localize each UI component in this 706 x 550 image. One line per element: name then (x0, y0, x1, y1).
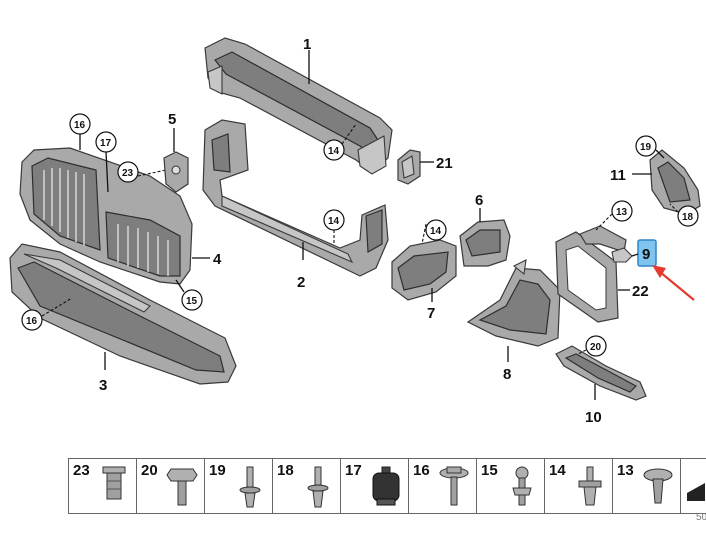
grille-slats (43, 168, 169, 276)
leader-18 (669, 203, 679, 213)
callout-13-circle (611, 200, 633, 222)
callout-14c-circle (425, 219, 447, 241)
callout-20: 20 (590, 342, 602, 353)
callout-11: 11 (610, 167, 626, 184)
callout-16b-circle (21, 309, 43, 331)
red-arrowhead-icon (652, 265, 666, 278)
legend-cell-23: 23 (68, 459, 136, 513)
rubber-mount-icon (372, 466, 400, 506)
callout-18: 18 (682, 212, 694, 223)
callout-14b: 14 (328, 216, 340, 227)
expanding-rivet-icon (307, 466, 329, 508)
callout-15-circle (181, 289, 203, 311)
legend-number: 15 (481, 462, 498, 479)
legend-cell-13: 13 (612, 459, 680, 513)
callout-3: 3 (99, 377, 107, 394)
push-clip-icon (643, 468, 673, 504)
callout-9-highlight (637, 239, 657, 267)
callout-20-circle (585, 335, 607, 357)
callout-5: 5 (168, 111, 176, 128)
legend-cell-17: 17 (340, 459, 408, 513)
flange-screw-icon (439, 466, 469, 506)
callout-19-circle (635, 135, 657, 157)
callout-14a-circle (323, 139, 345, 161)
part-9-seal (611, 247, 633, 263)
part-11-side-bracket (649, 149, 701, 215)
callout-19: 19 (640, 142, 652, 153)
callout-16b: 16 (26, 316, 38, 327)
part-5-bracket (163, 151, 189, 193)
part-kidney-grille (19, 147, 193, 285)
part-10-bracket (555, 345, 647, 401)
legend-number: 16 (413, 462, 430, 479)
hex-bolt-icon (166, 468, 198, 506)
callout-2: 2 (297, 274, 305, 291)
ball-stud-icon (512, 466, 532, 506)
expanding-rivet-icon (239, 466, 261, 508)
legend-number: 13 (617, 462, 634, 479)
legend-number: 19 (209, 462, 226, 479)
legend-number: 14 (549, 462, 566, 479)
leader-13 (595, 213, 613, 231)
legend-cell-18: 18 (272, 459, 340, 513)
callout-23: 23 (122, 168, 134, 179)
part-2-lower-carrier (202, 119, 389, 277)
plastic-clip-icon (578, 466, 602, 506)
leader-14c (421, 223, 427, 245)
legend-cell-20: 20 (136, 459, 204, 513)
callout-4: 4 (213, 251, 222, 268)
callout-8: 8 (503, 366, 511, 383)
part-6-air-duct (459, 219, 511, 267)
callout-1: 1 (303, 36, 311, 53)
legend-cell-14: 14 (544, 459, 612, 513)
leader-14a (341, 123, 357, 145)
callout-17: 17 (100, 138, 112, 149)
callout-9: 9 (642, 246, 650, 263)
leader-17 (105, 151, 109, 193)
callout-16a: 16 (74, 120, 86, 131)
callout-23-circle (117, 161, 139, 183)
callout-18-circle (677, 205, 699, 227)
callout-21: 21 (436, 155, 453, 172)
legend-cell-15: 15 (476, 459, 544, 513)
legend-number: 23 (73, 462, 90, 479)
legend-number: 20 (141, 462, 158, 479)
legend-cell-16: 16 (408, 459, 476, 513)
leader-20 (577, 349, 587, 355)
callout-13: 13 (616, 207, 628, 218)
red-arrow-icon (659, 271, 695, 301)
callout-6: 6 (475, 192, 483, 209)
part-21-bracket (397, 149, 421, 185)
callout-14c: 14 (430, 226, 442, 237)
part-8-air-guide (466, 259, 561, 347)
legend-cell-19: 19 (204, 459, 272, 513)
rivet-nut-icon (102, 466, 126, 500)
partial-fastener-icon (687, 483, 705, 501)
callout-22: 22 (632, 283, 649, 300)
fastener-legend: 23 20 19 18 17 (68, 458, 706, 514)
legend-number: 17 (345, 462, 362, 479)
leader-19 (655, 149, 665, 159)
callout-10: 10 (585, 409, 602, 426)
part-22-frame (555, 231, 619, 323)
callout-7: 7 (427, 305, 435, 322)
leader-15 (175, 279, 185, 293)
callout-15: 15 (186, 296, 198, 307)
legend-number: 18 (277, 462, 294, 479)
page-reference: 50 (696, 512, 706, 523)
leader-16b (41, 297, 73, 317)
leader-9 (631, 253, 639, 257)
legend-cell-extra (680, 459, 706, 513)
part-7-air-duct (391, 239, 457, 301)
callout-14a: 14 (328, 146, 340, 157)
